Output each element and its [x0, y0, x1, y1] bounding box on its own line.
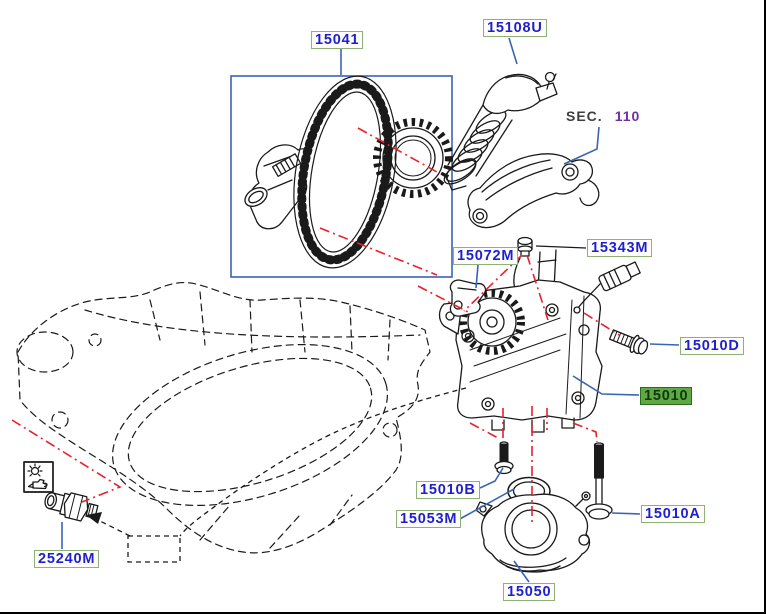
leader-lines [61, 37, 680, 583]
timing-chain-group-box [230, 75, 453, 278]
arrowhead [86, 512, 102, 524]
part-callout-15050[interactable]: 15050 [503, 583, 556, 601]
crank-sprocket-drawing [373, 118, 453, 198]
part-callout-25240m[interactable]: 25240M [34, 550, 100, 568]
part-callout-15010b[interactable]: 15010B [416, 481, 480, 499]
pump-cover-drawing [475, 491, 591, 573]
chain-tensioner-drawing [244, 144, 310, 230]
engine-block-drawing [16, 281, 431, 554]
part-callout-15010a[interactable]: 15010A [641, 505, 705, 523]
oil-pressure-switch-drawing [44, 492, 99, 522]
bolt-15010d-drawing [608, 329, 649, 355]
oil-pump-drawing [438, 249, 641, 433]
red-alignment-lines [11, 127, 620, 525]
inlet-hose-drawing [443, 71, 558, 191]
detail-placeholder-box [127, 535, 181, 563]
dashed-pointer-arrow [86, 387, 467, 537]
oil-pressure-warning-icon [23, 461, 54, 493]
part-callout-15343m[interactable]: 15343M [587, 239, 653, 257]
section-ref-number[interactable]: 110 [614, 108, 641, 124]
oil-can-icon [27, 478, 48, 490]
part-callout-15041[interactable]: 15041 [311, 31, 364, 49]
section-ref-prefix: SEC. [566, 108, 603, 124]
light-rays-icon [27, 463, 43, 477]
plug-drawing [517, 236, 533, 257]
bolt-15010a-drawing [585, 442, 613, 520]
section-ref: SEC. 110 [566, 108, 640, 124]
part-callout-15010-selected[interactable]: 15010 [640, 387, 693, 405]
part-callout-15108u[interactable]: 15108U [483, 19, 547, 37]
bolt-15010b-drawing [494, 441, 514, 475]
part-callout-15053m[interactable]: 15053M [396, 510, 462, 528]
timing-chain-drawing [293, 75, 397, 269]
part-callout-15010d[interactable]: 15010D [680, 337, 744, 355]
sec-110-bracket-drawing [467, 153, 600, 229]
part-callout-15072m[interactable]: 15072M [453, 247, 519, 265]
